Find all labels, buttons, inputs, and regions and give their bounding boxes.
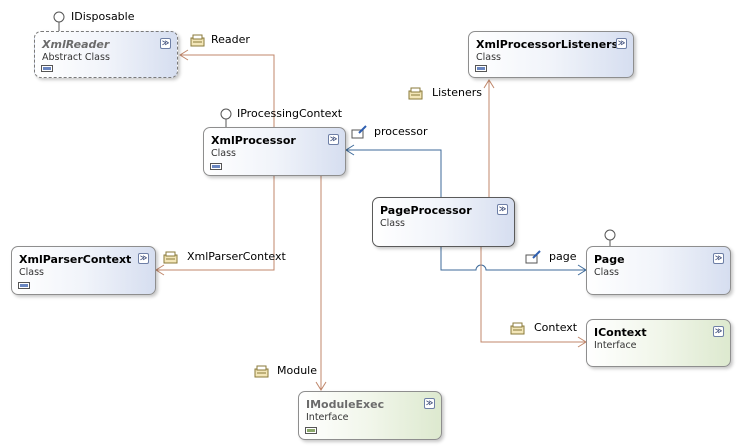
xmlprocessor-shape[interactable]: XmlProcessor Class ≫: [203, 127, 346, 176]
shape-name: XmlProcessorListeners: [476, 38, 619, 51]
member-list-icon: [475, 65, 487, 72]
member-list-icon: [18, 282, 30, 289]
property-icon: [190, 34, 205, 47]
double-chevron-down-icon[interactable]: ≫: [424, 398, 435, 409]
shape-kind: Class: [19, 267, 44, 278]
iprocessingcontext-label: IProcessingContext: [237, 107, 343, 120]
shape-name: Page: [594, 253, 625, 266]
shape-name: XmlReader: [42, 38, 110, 51]
shape-kind: Class: [380, 218, 405, 229]
property-icon: [525, 250, 541, 264]
double-chevron-down-icon[interactable]: ≫: [616, 38, 627, 49]
xmlparsercontext-shape[interactable]: XmlParserContext Class ≫: [11, 246, 156, 295]
idisposable-label: IDisposable: [71, 10, 135, 23]
shape-name: XmlProcessor: [211, 134, 296, 147]
shape-kind: Abstract Class: [42, 52, 110, 63]
imoduleexec-shape[interactable]: IModuleExec Interface ≫: [298, 391, 442, 440]
xmlreader-shape[interactable]: XmlReader Abstract Class ≫: [34, 31, 178, 78]
xmlprocessorlisteners-shape[interactable]: XmlProcessorListeners Class ≫: [468, 31, 634, 78]
member-list-icon: [41, 65, 53, 72]
double-chevron-down-icon[interactable]: ≫: [328, 134, 339, 145]
processor-association-label: processor: [374, 125, 428, 138]
xmlparsercontext-association-label: XmlParserContext: [187, 250, 286, 263]
property-icon: [351, 125, 367, 139]
double-chevron-down-icon[interactable]: ≫: [713, 253, 724, 264]
property-icon: [510, 322, 525, 335]
icontext-shape[interactable]: IContext Interface ≫: [586, 319, 731, 367]
reader-association-label: Reader: [211, 33, 250, 46]
module-association-line: [315, 176, 327, 391]
shape-name: IModuleExec: [306, 398, 385, 411]
context-association-label: Context: [534, 321, 578, 334]
property-icon: [163, 251, 178, 264]
page-shape[interactable]: Page Class ≫: [586, 246, 731, 295]
double-chevron-down-icon[interactable]: ≫: [713, 326, 724, 337]
shape-name: IContext: [594, 326, 647, 339]
reader-association-line: [179, 49, 275, 127]
double-chevron-down-icon[interactable]: ≫: [160, 38, 171, 49]
lollipop-idisposable-icon: [53, 11, 65, 31]
shape-kind: Interface: [594, 340, 637, 351]
pageprocessor-shape[interactable]: PageProcessor Class ≫: [372, 197, 515, 247]
lollipop-iprocessingcontext-icon: [220, 108, 232, 127]
shape-name: XmlParserContext: [19, 253, 132, 266]
member-list-icon: [305, 427, 317, 434]
lollipop-page-icon: [604, 229, 616, 246]
double-chevron-down-icon[interactable]: ≫: [497, 204, 508, 215]
module-association-label: Module: [277, 364, 317, 377]
listeners-association-line: [483, 79, 495, 197]
processor-association-line: [345, 144, 442, 197]
member-list-icon: [210, 163, 222, 170]
listeners-association-label: Listeners: [432, 86, 482, 99]
shape-kind: Class: [594, 267, 619, 278]
shape-kind: Class: [211, 148, 236, 159]
property-icon: [408, 87, 423, 100]
property-icon: [254, 365, 269, 378]
shape-kind: Class: [476, 52, 501, 63]
page-association-label: page: [549, 250, 577, 263]
xmlparsercontext-association-line: [155, 176, 275, 276]
shape-name: PageProcessor: [380, 204, 472, 217]
shape-kind: Interface: [306, 412, 349, 423]
double-chevron-down-icon[interactable]: ≫: [138, 253, 149, 264]
